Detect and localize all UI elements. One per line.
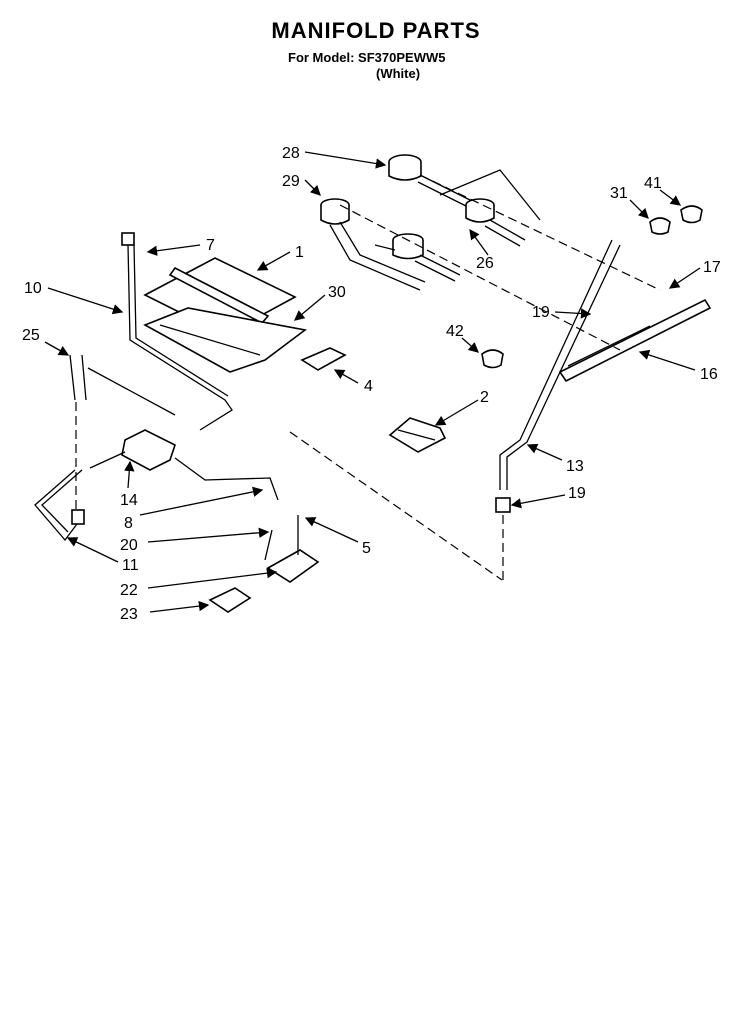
callout-19-upper: 19 bbox=[532, 304, 550, 321]
page-title: MANIFOLD PARTS bbox=[271, 18, 481, 43]
callout-7: 7 bbox=[206, 237, 215, 254]
knob-41 bbox=[680, 205, 703, 224]
callout-23: 23 bbox=[120, 606, 138, 623]
callout-16: 16 bbox=[700, 366, 718, 383]
callout-5: 5 bbox=[362, 540, 371, 557]
callout-30: 30 bbox=[328, 284, 346, 301]
dashed-guides bbox=[75, 174, 661, 581]
callout-10: 10 bbox=[24, 280, 42, 297]
regulator-assembly bbox=[208, 515, 320, 613]
burner-29 bbox=[320, 198, 426, 291]
callout-19-lower: 19 bbox=[568, 485, 586, 502]
gas-line-10 bbox=[121, 232, 233, 431]
burner-26 bbox=[374, 233, 461, 282]
callout-20: 20 bbox=[120, 537, 138, 554]
gas-line-13 bbox=[495, 239, 621, 513]
callout-11: 11 bbox=[122, 557, 139, 574]
igniter-2 bbox=[388, 417, 447, 453]
callout-1: 1 bbox=[295, 244, 304, 261]
callout-4: 4 bbox=[364, 378, 373, 395]
callout-25: 25 bbox=[22, 327, 40, 344]
callout-2: 2 bbox=[480, 389, 489, 406]
knob-42 bbox=[481, 349, 504, 369]
tube-25 bbox=[34, 354, 176, 542]
knob-31 bbox=[649, 217, 671, 235]
burner-rear-right bbox=[439, 169, 541, 247]
callout-8: 8 bbox=[124, 515, 133, 532]
callout-41: 41 bbox=[644, 175, 662, 192]
color-line: (White) bbox=[376, 66, 421, 81]
valve-14 bbox=[89, 429, 279, 501]
callout-28: 28 bbox=[282, 145, 300, 162]
callout-leaders bbox=[44, 151, 701, 613]
bracket-4 bbox=[300, 347, 347, 371]
burner-box-30 bbox=[143, 307, 307, 373]
model-line: For Model: SF370PEWW5 bbox=[288, 50, 446, 65]
callout-14: 14 bbox=[120, 492, 138, 509]
callout-13: 13 bbox=[566, 458, 584, 475]
callout-42: 42 bbox=[446, 323, 464, 340]
burner-28 bbox=[388, 154, 471, 208]
callout-31: 31 bbox=[610, 185, 628, 202]
callout-17: 17 bbox=[703, 259, 721, 276]
callout-26: 26 bbox=[476, 255, 494, 272]
manifold-tube bbox=[558, 298, 712, 383]
callout-29: 29 bbox=[282, 173, 300, 190]
callout-22: 22 bbox=[120, 582, 138, 599]
